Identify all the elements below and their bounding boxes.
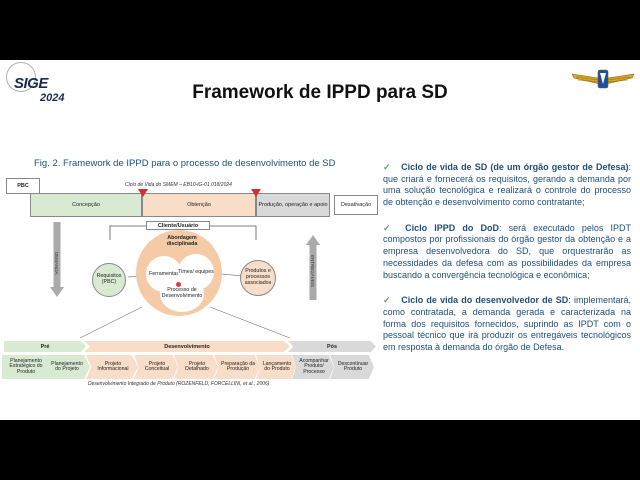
phase-concepcao: Concepção — [30, 193, 142, 217]
logo-year: 2024 — [40, 92, 65, 104]
figure-caption: Fig. 2. Framework de IPPD para o process… — [34, 158, 336, 169]
milestone-marker-1 — [138, 189, 148, 197]
bullet-item: ✓ Ciclo de vida de SD (de um órgão gestor… — [383, 162, 631, 209]
phase-producao: Produção, operação e apoio — [256, 193, 330, 217]
lifecycle-title: Ciclo de Vida do SMEM – EB10-IG-01.018/2… — [125, 182, 232, 188]
check-icon: ✓ — [383, 295, 392, 306]
bullet-head: Ciclo de vida de SD (de um órgão gestor … — [401, 162, 629, 172]
wings-emblem-icon — [571, 69, 635, 89]
step-acompanhar-produto: Acompanhar Produto/ Processo — [292, 355, 334, 379]
stage-desenvolvimento: Desenvolvimento — [84, 341, 290, 352]
stage-pos: Pós — [288, 341, 376, 352]
center-dot-icon — [175, 281, 182, 288]
step-planejamento-estrategico: Planejamento Estratégico do Produto — [2, 355, 48, 379]
bullet-text: : que criará e fornecerá os requisitos, … — [383, 162, 631, 208]
bullet-text: : implementará, como contratada, a deman… — [383, 295, 631, 352]
step-lancamento-produto: Lançamento do Produto — [256, 355, 296, 379]
step-preparacao-producao: Preparação da Produção — [214, 355, 260, 379]
processo-circle: Processo de Desenvolvimento — [160, 276, 204, 312]
demanda-label: DEMANDA — [54, 252, 59, 275]
check-icon: ✓ — [383, 222, 396, 233]
entregaveis-label: ENTREGÁVEIS — [310, 255, 315, 288]
produtos-circle: Produtos e processos associados — [240, 260, 276, 296]
page-title: Framework de IPPD para SD — [192, 82, 448, 103]
requisitos-circle: Requisitos (PBC) — [92, 263, 126, 297]
bullet-head: Ciclo de vida do desenvolvedor de SD — [401, 295, 569, 306]
slide: SIGE 2024 Framework de IPPD para SD Fig.… — [0, 60, 640, 420]
abordagem-label: Abordagem disciplinada — [166, 235, 198, 247]
phase-desativacao: Desativação — [334, 195, 378, 215]
bullet-item: ✓ Ciclo de vida do desenvolvedor de SD: i… — [383, 295, 631, 353]
bullet-text: : será executado pelos IPDT compostos po… — [383, 222, 631, 280]
step-projeto-detalhado: Projeto Detalhado — [174, 355, 218, 379]
bullet-list: ✓ Ciclo de vida de SD (de um órgão gestor… — [383, 162, 631, 368]
check-icon: ✓ — [383, 162, 392, 172]
stage-pre: Pré — [4, 341, 86, 352]
step-projeto-conceitual: Projeto Conceitual — [134, 355, 178, 379]
milestone-marker-2 — [251, 189, 261, 197]
phase-obtencao: Obtenção — [142, 193, 256, 217]
step-projeto-informacional: Projeto Informacional — [86, 355, 138, 379]
globe-icon — [6, 62, 36, 92]
bullet-head: Ciclo IPPD do DoD — [405, 222, 499, 233]
cliente-usuario-box: Cliente/Usuário — [146, 221, 210, 230]
step-planejamento-projeto: Planejamento do Projeto — [42, 355, 90, 379]
bullet-item: ✓ Ciclo IPPD do DoD: será executado pelos… — [383, 223, 631, 281]
logo-name: SIGE — [14, 75, 48, 92]
pbc-box: PBC — [6, 178, 40, 194]
figure-citation: Desenvolvimento Integrado de Produto (RO… — [88, 381, 270, 387]
sige-logo: SIGE 2024 — [2, 60, 72, 106]
step-descontinuar-produto: Descontinuar Produto — [330, 355, 374, 379]
